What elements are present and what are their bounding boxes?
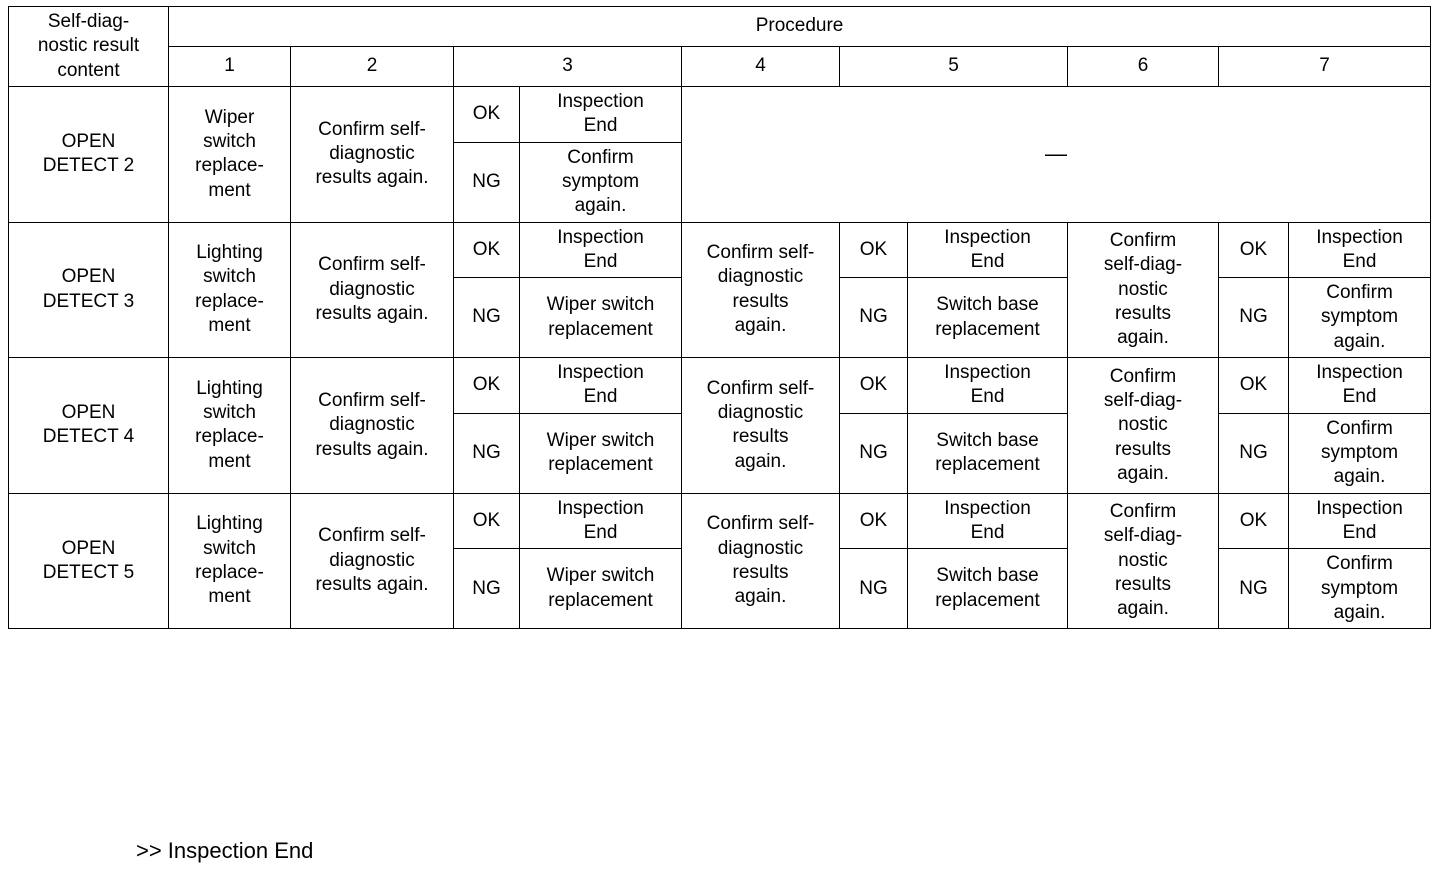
cell-step-1: Lighting switch replace- ment — [168, 492, 291, 630]
cell-step-2: Confirm self- diagnostic results again. — [290, 221, 454, 359]
header-step-4: 4 — [681, 45, 840, 87]
table-row: OPEN DETECT 3 Lighting switch replace- m… — [8, 221, 1432, 359]
cell-step-2: Confirm self- diagnostic results again. — [290, 85, 454, 223]
cell-step-5-ok: Inspection End — [907, 492, 1068, 550]
cell-step-7-ng: Confirm symptom again. — [1287, 277, 1432, 359]
cell-step-6: Confirm self-diag- nostic results again. — [1067, 492, 1219, 630]
cell-step-5-ng: Switch base replacement — [907, 412, 1068, 494]
cell-step-5-ok: Inspection End — [907, 357, 1068, 414]
cell-step-1: Wiper switch replace- ment — [168, 85, 291, 223]
row-label: OPEN DETECT 4 — [8, 357, 169, 494]
table-row: OPEN DETECT 2 Wiper switch replace- ment… — [8, 85, 1432, 223]
cell-step-5-ok: Inspection End — [907, 221, 1068, 279]
header-procedure-title: Procedure — [167, 6, 1432, 47]
judgement-ng: NG — [453, 277, 520, 359]
judgement-ok: OK — [453, 221, 520, 279]
table-row: NG Wiper switch replacement NG Switch ba… — [9, 548, 1432, 630]
cell-step-1: Lighting switch replace- ment — [168, 357, 291, 494]
cell-step-7-ok: Inspection End — [1287, 357, 1432, 414]
table-row: OPEN DETECT 5 Lighting switch replace- m… — [8, 492, 1432, 630]
table-row: NG Confirm symptom again. — [9, 141, 1431, 223]
cell-step-7-ok: Inspection End — [1287, 492, 1432, 550]
header-step-1: 1 — [168, 45, 291, 87]
judgement-ng: NG — [839, 412, 908, 494]
judgement-ok: OK — [839, 221, 908, 279]
judgement-ok: OK — [1218, 492, 1289, 550]
cell-step-5-ng: Switch base replacement — [907, 277, 1068, 359]
cell-not-applicable-dash: — — [680, 85, 1432, 223]
cell-step-3-ok: Inspection End — [519, 221, 682, 279]
cell-step-3-ok: Inspection End — [519, 85, 682, 143]
judgement-ng: NG — [1218, 548, 1289, 630]
judgement-ng: NG — [1218, 277, 1289, 359]
judgement-ng: NG — [839, 548, 908, 630]
cell-step-4: Confirm self- diagnostic results again. — [681, 357, 840, 494]
header-step-3: 3 — [453, 45, 682, 87]
cell-step-3-ok: Inspection End — [519, 357, 682, 414]
judgement-ok: OK — [453, 492, 520, 550]
cell-step-7-ng: Confirm symptom again. — [1287, 548, 1432, 630]
judgement-ng: NG — [453, 548, 520, 630]
cell-step-7-ng: Confirm symptom again. — [1287, 412, 1432, 494]
cell-step-4: Confirm self- diagnostic results again. — [681, 221, 840, 359]
cell-step-3-ng: Wiper switch replacement — [519, 412, 682, 494]
cell-step-1: Lighting switch replace- ment — [168, 221, 291, 359]
header-step-5: 5 — [839, 45, 1068, 87]
table-row: OPEN DETECT 4 Lighting switch replace- m… — [8, 357, 1432, 494]
cell-step-2: Confirm self- diagnostic results again. — [290, 492, 454, 630]
cell-step-6: Confirm self-diag- nostic results again. — [1067, 221, 1219, 359]
judgement-ng: NG — [453, 412, 520, 494]
cell-step-2: Confirm self- diagnostic results again. — [290, 357, 454, 494]
judgement-ok: OK — [453, 357, 520, 414]
judgement-ok: OK — [839, 492, 908, 550]
judgement-ok: OK — [839, 357, 908, 414]
judgement-ok: OK — [453, 85, 520, 143]
judgement-ng: NG — [839, 277, 908, 359]
header-step-6: 6 — [1067, 45, 1219, 87]
judgement-ok: OK — [1218, 357, 1289, 414]
cell-step-5-ng: Switch base replacement — [907, 548, 1068, 630]
cell-step-3-ng: Confirm symptom again. — [519, 141, 682, 223]
self-diagnostic-procedure-table: Self-diag- nostic result content Procedu… — [8, 6, 1432, 630]
row-label: OPEN DETECT 2 — [8, 85, 169, 223]
cell-step-3-ng: Wiper switch replacement — [519, 277, 682, 359]
cell-step-6: Confirm self-diag- nostic results again. — [1067, 357, 1219, 494]
table-row: NG Wiper switch replacement NG Switch ba… — [9, 277, 1432, 359]
table-header-top-row: Self-diag- nostic result content Procedu… — [8, 6, 1432, 87]
table-row: NG Wiper switch replacement NG Switch ba… — [9, 412, 1432, 494]
cell-step-3-ng: Wiper switch replacement — [519, 548, 682, 630]
judgement-ng: NG — [1218, 412, 1289, 494]
header-step-2: 2 — [290, 45, 454, 87]
header-self-diagnostic-result-content: Self-diag- nostic result content — [8, 6, 169, 87]
inspection-end-note: >> Inspection End — [136, 838, 314, 863]
cell-step-3-ok: Inspection End — [519, 492, 682, 550]
judgement-ng: NG — [453, 141, 520, 223]
judgement-ok: OK — [1218, 221, 1289, 279]
header-step-7: 7 — [1217, 45, 1432, 87]
table-header-step-row: 1 2 3 4 5 6 7 — [9, 45, 1432, 87]
row-label: OPEN DETECT 3 — [8, 221, 169, 359]
cell-step-7-ok: Inspection End — [1287, 221, 1432, 279]
row-label: OPEN DETECT 5 — [8, 492, 169, 630]
cell-step-4: Confirm self- diagnostic results again. — [681, 492, 840, 630]
